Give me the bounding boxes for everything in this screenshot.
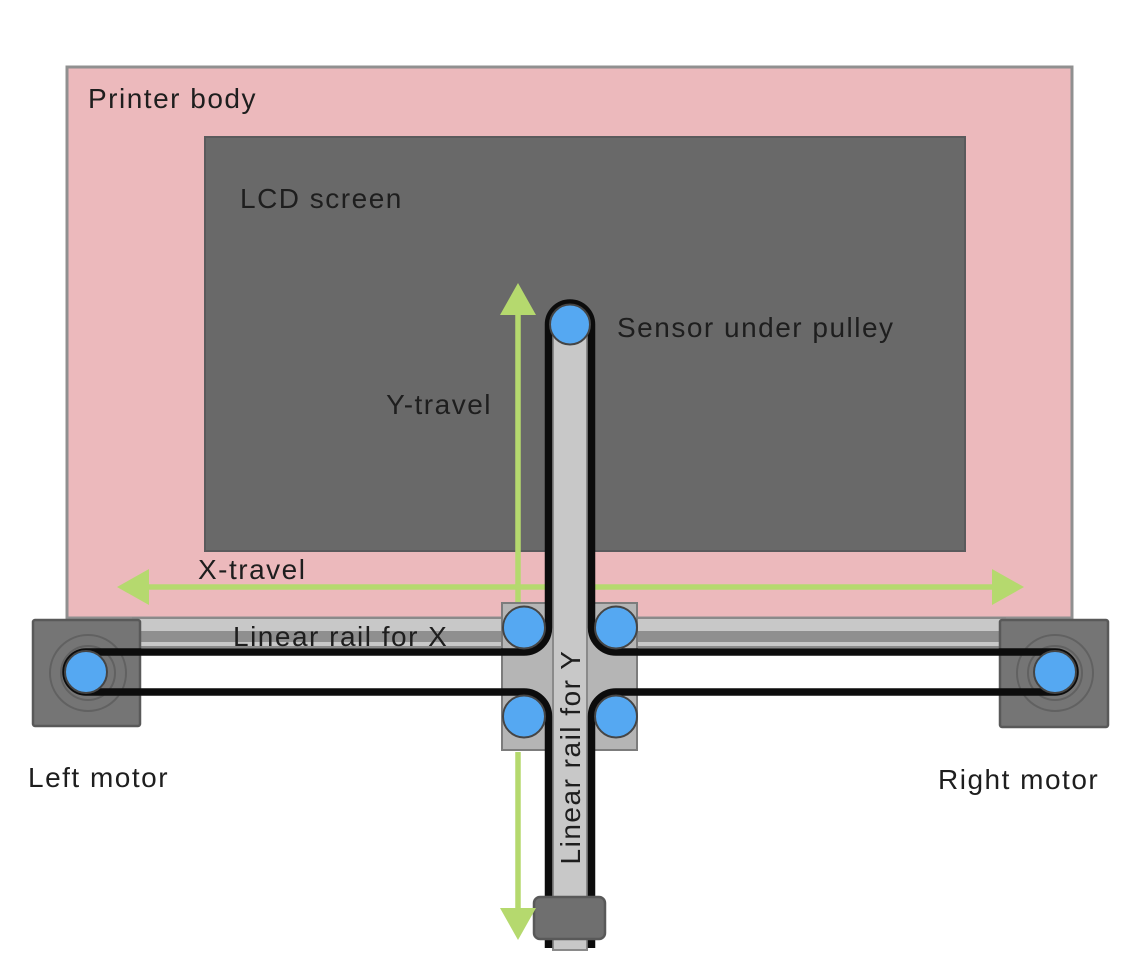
left-motor-ring-inner <box>60 645 116 701</box>
label-linear-rail-x: Linear rail for X <box>233 621 448 652</box>
x-travel-arrowhead-left <box>117 569 149 605</box>
carriage-pulley-top-left <box>502 605 546 650</box>
y-travel-arrow-up <box>500 283 536 602</box>
label-lcd-screen: LCD screen <box>240 183 403 214</box>
left-motor-ring-outer <box>49 634 127 712</box>
label-left-motor: Left motor <box>28 762 169 793</box>
left-motor-pulley <box>64 650 108 694</box>
y-travel-arrowhead-up <box>500 283 536 315</box>
x-travel-arrowhead-right <box>992 569 1024 605</box>
sensor-pulley <box>549 303 591 346</box>
label-right-motor: Right motor <box>938 764 1099 795</box>
y-travel-arrowhead-down <box>500 908 536 940</box>
carriage-pulley-bottom-left <box>502 694 546 739</box>
right-motor-ring-outer <box>1016 634 1094 712</box>
right-motor-ring-inner <box>1027 645 1083 701</box>
label-x-travel: X-travel <box>198 554 306 585</box>
label-y-travel: Y-travel <box>386 389 492 420</box>
carriage-pulley-bottom-right <box>594 694 638 739</box>
label-sensor-under-pulley: Sensor under pulley <box>617 312 895 343</box>
label-linear-rail-y: Linear rail for Y <box>555 650 586 865</box>
right-motor-pulley <box>1033 650 1077 694</box>
y-travel-arrow-down <box>500 752 536 940</box>
label-printer-body: Printer body <box>88 83 257 114</box>
tool-head-block <box>532 895 607 941</box>
carriage-pulley-top-right <box>594 605 638 650</box>
